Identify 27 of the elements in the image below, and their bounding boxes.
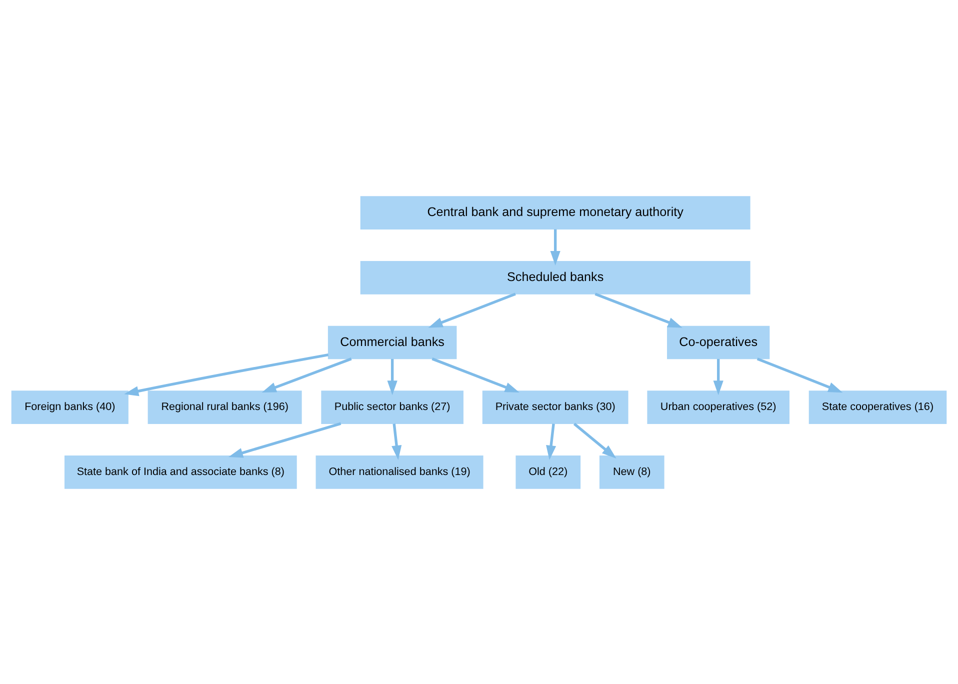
node-box: Public sector banks (27) <box>321 390 464 424</box>
arrow <box>550 228 560 265</box>
arrow <box>573 422 616 458</box>
arrow <box>124 352 328 396</box>
node-box: Other nationalised banks (19) <box>316 455 484 488</box>
node-box: Regional rural banks (196) <box>148 390 302 424</box>
node-box: Foreign banks (40) <box>11 390 128 424</box>
node-box: Old (22) <box>516 455 581 488</box>
node-box: State cooperatives (16) <box>808 390 947 424</box>
arrow <box>428 292 516 328</box>
node-box: Private sector banks (30) <box>482 390 628 424</box>
node-box: New (8) <box>599 455 664 488</box>
arrow <box>228 422 342 458</box>
arrow <box>594 292 682 328</box>
arrow <box>392 423 402 460</box>
node-box: State bank of India and associate banks (8) <box>64 455 297 488</box>
arrow <box>387 358 398 395</box>
node-box: Scheduled banks <box>360 260 750 294</box>
node-box: Urban cooperatives (52) <box>647 390 790 424</box>
node-box: Central bank and supreme monetary authority <box>360 196 750 229</box>
node-box: Commercial banks <box>328 325 457 359</box>
arrow <box>713 358 724 395</box>
arrow <box>262 357 352 392</box>
arrow <box>432 357 520 392</box>
node-box: Co-operatives <box>667 325 770 359</box>
arrow <box>546 423 556 460</box>
arrow <box>756 357 843 392</box>
